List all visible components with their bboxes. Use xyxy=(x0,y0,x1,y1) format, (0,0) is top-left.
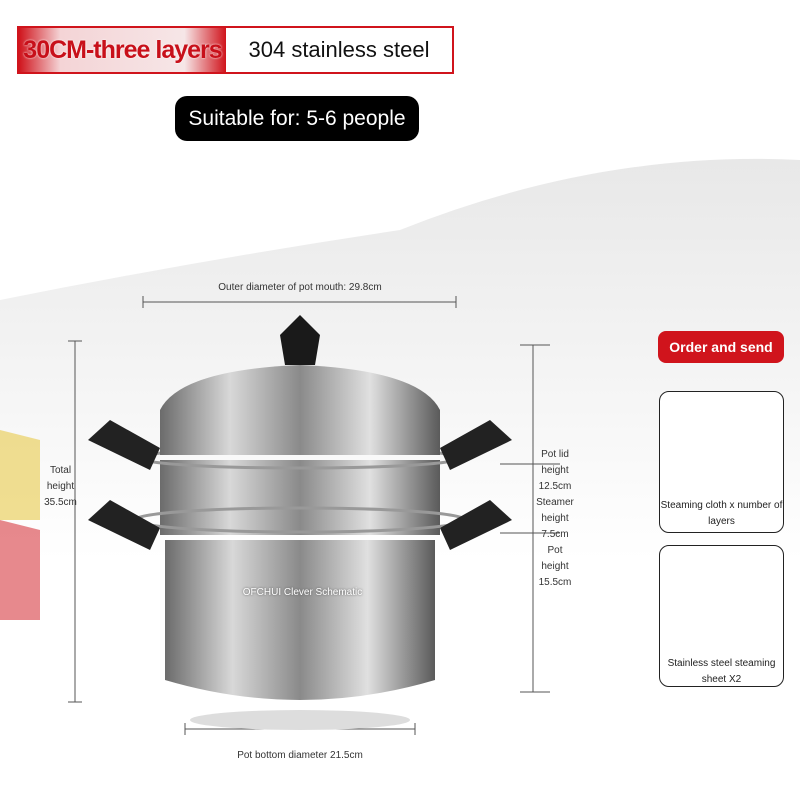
steamer-pot-image xyxy=(88,315,512,730)
label-line: height xyxy=(541,561,569,572)
label-line: 12.5cm xyxy=(538,481,572,492)
accessory-label: Stainless steel steaming sheet X2 xyxy=(667,658,776,685)
suitable-badge: Suitable for: 5-6 people xyxy=(175,96,419,141)
label-line: Pot xyxy=(547,545,563,556)
total-height-label: Total height 35.5cm xyxy=(38,463,83,511)
label-line: 35.5cm xyxy=(44,497,77,508)
outer-diameter-label: Outer diameter of pot mouth: 29.8cm xyxy=(218,282,382,293)
label-line: height xyxy=(541,513,569,524)
label-line: 15.5cm xyxy=(538,577,572,588)
accessory-card-steaming-sheet: Stainless steel steaming sheet X2 xyxy=(659,545,784,687)
accessory-card-steaming-cloth: Steaming cloth x number of layers xyxy=(659,391,784,533)
section-heights-label: Pot lid height 12.5cm Steamer height 7.5… xyxy=(532,447,578,591)
label-line: Total xyxy=(49,465,72,476)
label-line: Steamer xyxy=(536,497,574,508)
label-line: height xyxy=(46,481,75,492)
label-line: Pot lid xyxy=(541,449,569,460)
watermark-text: OFCHUI Clever Schematic xyxy=(242,587,363,598)
size-tag: 30CM-three layers xyxy=(19,28,226,72)
label-line: 7.5cm xyxy=(541,529,569,540)
label-line: height xyxy=(541,465,569,476)
bottom-diameter-label: Pot bottom diameter 21.5cm xyxy=(237,750,363,761)
material-tag: 304 stainless steel xyxy=(248,37,430,62)
order-and-send-title: Order and send xyxy=(658,331,784,363)
accessory-label: Steaming cloth x number of layers xyxy=(660,500,783,527)
product-spec-bar: 30CM-three layers 304 stainless steel xyxy=(17,26,454,74)
